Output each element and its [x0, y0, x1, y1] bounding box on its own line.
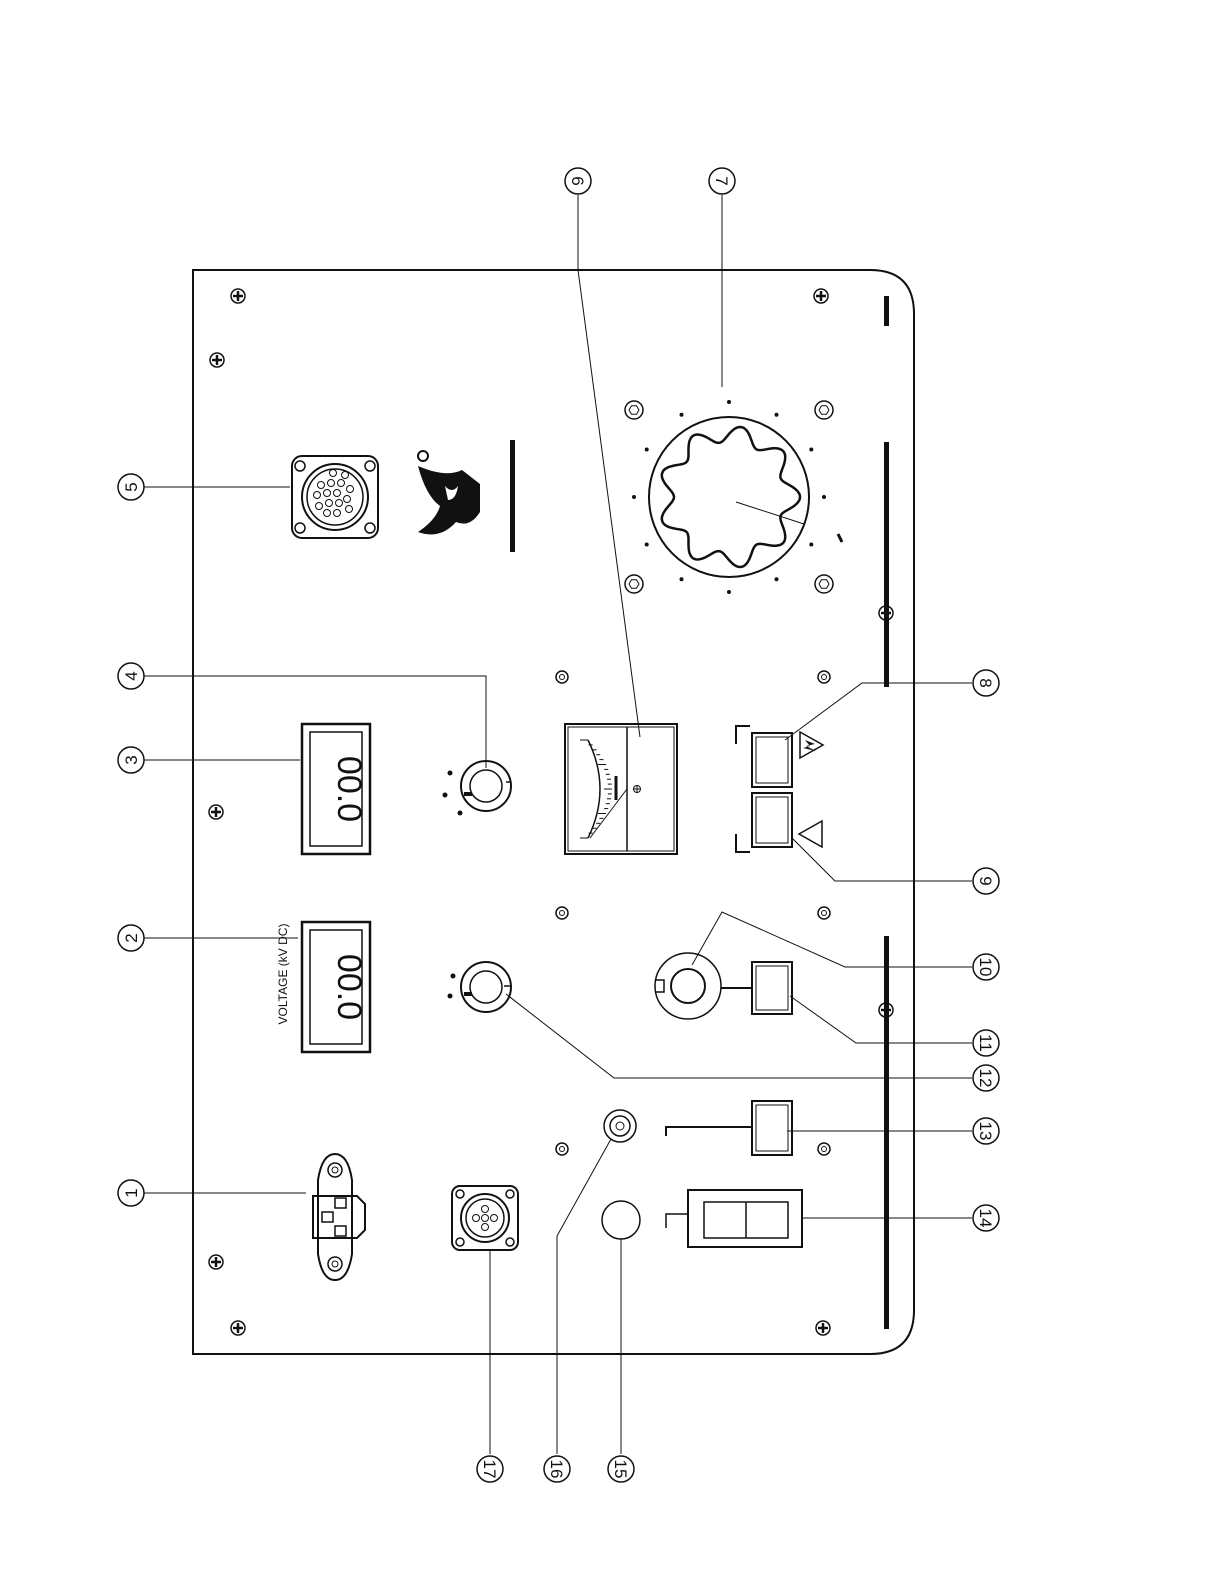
phillips-screw-icon: [879, 1003, 893, 1017]
callout-14: 14: [973, 1205, 999, 1231]
mounting-hole: [818, 907, 830, 919]
iec-power-inlet-icon: [313, 1154, 365, 1280]
mounting-hole: [556, 671, 568, 683]
adjust-knob-4[interactable]: [443, 761, 512, 816]
svg-text:13: 13: [976, 1122, 995, 1141]
svg-text:6: 6: [568, 176, 587, 185]
callout-3: 3: [118, 747, 144, 773]
phillips-screw-icon: [231, 289, 245, 303]
bnc-jack-16[interactable]: [604, 1110, 636, 1142]
phillips-screw-icon: [209, 1255, 223, 1269]
indicator-frame: [736, 726, 750, 852]
callout-1: 1: [118, 1180, 144, 1206]
plug-15: [602, 1201, 640, 1239]
callout-10: 10: [973, 954, 999, 980]
wolf-head-logo-icon: [418, 440, 515, 552]
display-3-reading: 00.0: [330, 756, 368, 822]
callout-2: 2: [118, 925, 144, 951]
indicator-lamp-9: [752, 793, 792, 847]
svg-text:1: 1: [122, 1188, 141, 1197]
round-5-pin-connector-icon: [452, 1186, 518, 1250]
svg-text:5: 5: [122, 482, 141, 491]
svg-text:15: 15: [611, 1460, 630, 1479]
callout-15: 15: [608, 1456, 634, 1482]
phillips-screw-icon: [816, 1321, 830, 1335]
caution-triangle-icon: [799, 821, 822, 847]
analog-panel-meter-icon: [565, 724, 677, 854]
svg-text:14: 14: [976, 1209, 995, 1228]
callout-17: 17: [477, 1456, 503, 1482]
adjust-knob-12[interactable]: [448, 962, 512, 1012]
display-2-reading: 00.0: [330, 954, 368, 1020]
rocker-switch-14[interactable]: [666, 1190, 802, 1247]
callout-12: 12: [973, 1065, 999, 1091]
callout-6: 6: [565, 168, 591, 194]
mounting-hole: [556, 907, 568, 919]
voltage-label: VOLTAGE (kV DC): [276, 924, 290, 1025]
mount-bar-upper: [884, 442, 889, 687]
mounting-hole: [556, 1143, 568, 1155]
mount-bar-lower: [884, 936, 889, 1329]
digital-display-3: 00.0: [302, 724, 370, 854]
mount-bar-top: [884, 296, 889, 326]
phillips-screw-icon: [209, 805, 223, 819]
digital-display-2: 00.0 VOLTAGE (kV DC): [276, 922, 370, 1052]
svg-text:2: 2: [122, 933, 141, 942]
phillips-screw-icon: [879, 606, 893, 620]
svg-text:7: 7: [712, 176, 731, 185]
callout-13: 13: [973, 1118, 999, 1144]
callout-11: 11: [973, 1030, 999, 1056]
large-rotary-knob-icon: [625, 400, 842, 594]
svg-text:9: 9: [976, 876, 995, 885]
svg-text:17: 17: [480, 1460, 499, 1479]
svg-text:11: 11: [976, 1034, 995, 1052]
push-button-13[interactable]: [666, 1101, 792, 1155]
callout-16: 16: [544, 1456, 570, 1482]
callout-9: 9: [973, 868, 999, 894]
mounting-hole: [818, 671, 830, 683]
svg-text:16: 16: [547, 1460, 566, 1479]
indicator-lamp-8: [752, 733, 792, 787]
phillips-screw-icon: [231, 1321, 245, 1335]
svg-text:4: 4: [122, 671, 141, 680]
phillips-screw-icon: [814, 289, 828, 303]
callout-4: 4: [118, 663, 144, 689]
callout-bubbles: 1 2 3 4 5 6 7 8: [118, 168, 999, 1482]
callout-5: 5: [118, 474, 144, 500]
key-switch-10[interactable]: [655, 953, 752, 1019]
circular-multipin-connector-icon: [292, 456, 378, 538]
svg-text:8: 8: [976, 678, 995, 687]
svg-text:12: 12: [976, 1069, 995, 1088]
callout-8: 8: [973, 670, 999, 696]
callout-7: 7: [709, 168, 735, 194]
svg-text:10: 10: [976, 958, 995, 977]
mounting-hole: [818, 1143, 830, 1155]
push-button-11[interactable]: [752, 962, 792, 1014]
leader-lines: [144, 195, 972, 1454]
phillips-screw-icon: [210, 353, 224, 367]
high-voltage-warning-triangle-icon: [800, 732, 823, 758]
svg-text:3: 3: [122, 755, 141, 764]
